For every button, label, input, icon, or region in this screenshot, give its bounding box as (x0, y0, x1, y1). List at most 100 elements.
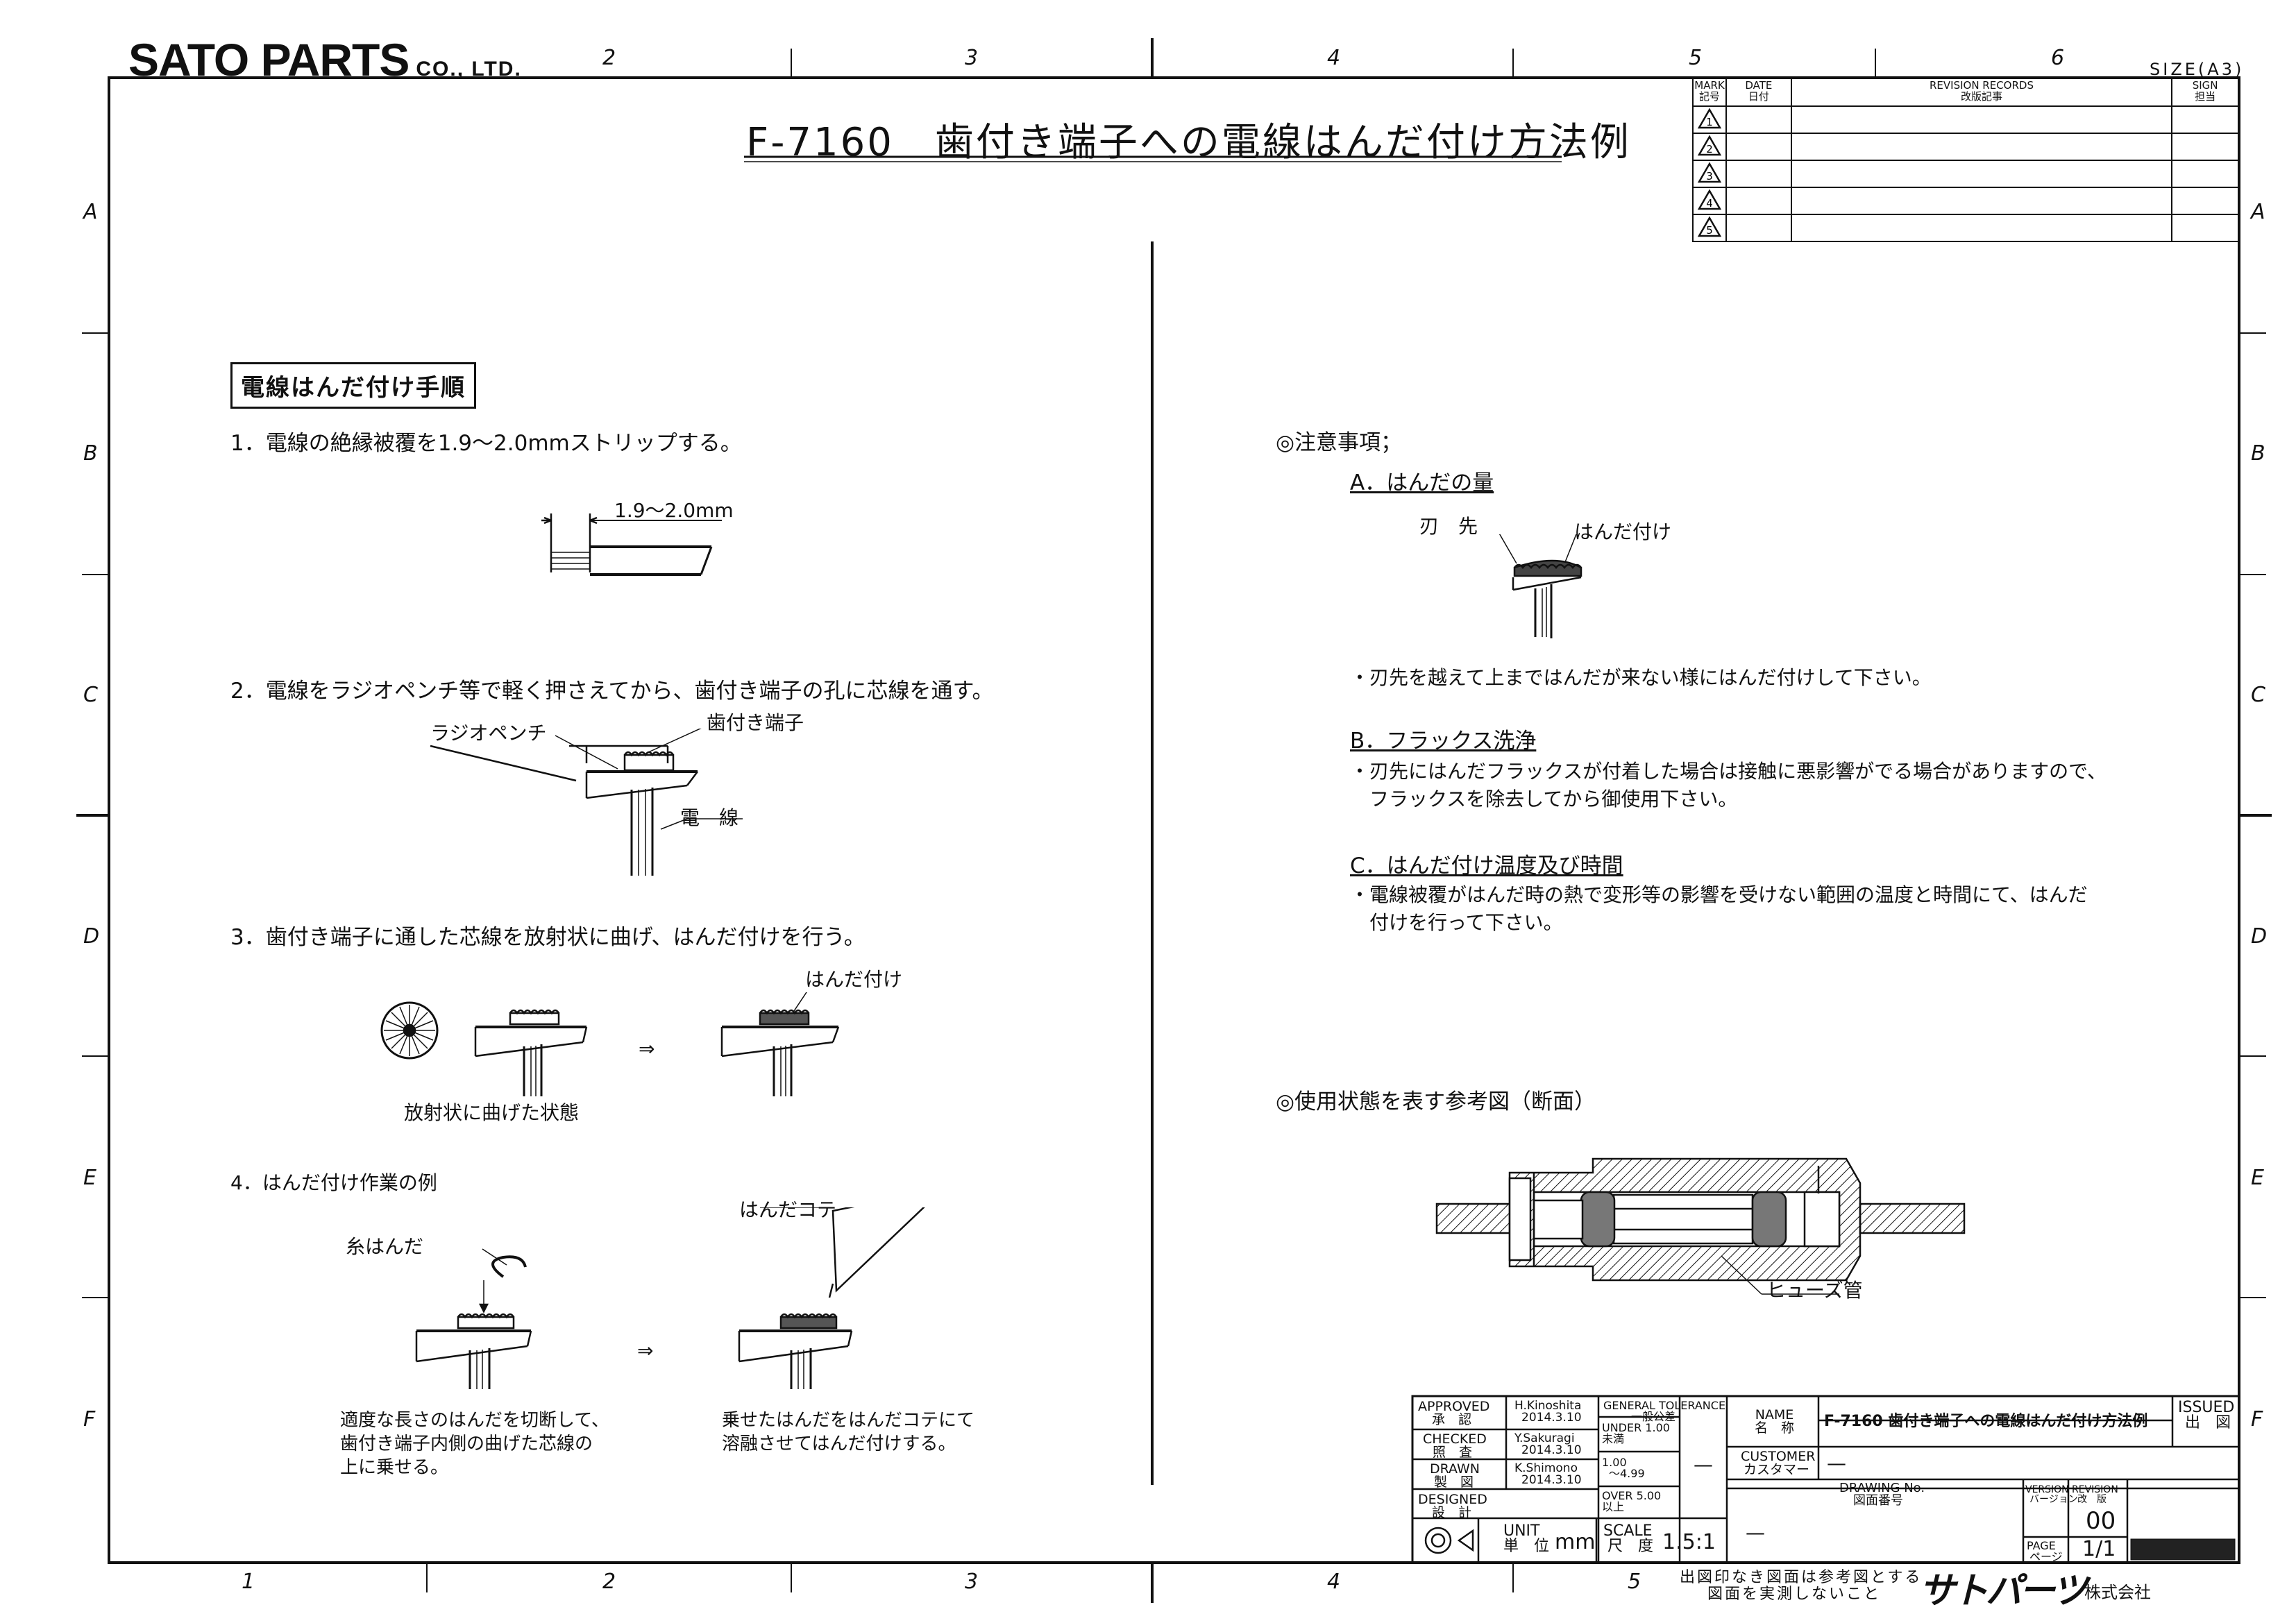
zone-row-a-right: A (2251, 200, 2265, 224)
step-3-text: 3．歯付き端子に通した芯線を放射状に曲げ、はんだ付けを行う。 (230, 925, 866, 950)
footer-company: 株式会社 (2084, 1583, 2151, 1602)
customer-value: — (1827, 1452, 1846, 1475)
zone-row-c-right: C (2251, 683, 2265, 707)
rev-mark-triangle-icon: 1 (1692, 105, 1727, 134)
note-line: 付けを行って下さい。 (1350, 911, 1563, 934)
edge-label: 刃 先 (1419, 515, 1478, 538)
soldering-iron-label: はんだコテ (739, 1198, 837, 1221)
company-suffix: CO., LTD. (416, 58, 522, 80)
zone-row-d-right: D (2251, 924, 2268, 949)
zone-col-5: 5 (1689, 46, 1703, 70)
note-line: 歯付き端子内側の曲げた芯線の (340, 1434, 593, 1454)
tol-dash: — (1694, 1453, 1713, 1476)
wire-label: 電 線 (680, 806, 739, 829)
solder-label: はんだ付け (1574, 520, 1672, 543)
note-c-text: ・電線被覆がはんだ時の熱で変形等の影響を受けない範囲の温度と時間にて、はんだ 付… (1350, 881, 2088, 937)
step-4-text: 4．はんだ付け作業の例 (230, 1171, 437, 1194)
zone-row-c: C (83, 683, 98, 707)
footer-notice: 出図印なき図面は参考図とする 図面を実測しないこと (1680, 1570, 1922, 1603)
reference-heading: ◎使用状態を表す参考図（断面） (1276, 1089, 1596, 1114)
drawing-title: F-7160 歯付き端子への電線はんだ付け方法例 (746, 120, 1631, 165)
tol-mid: 1.00～4.99 (1602, 1456, 1645, 1480)
step-1-text: 1．電線の絶縁被覆を1.9～2.0mmストリップする。 (230, 431, 742, 456)
unit-value: mm (1555, 1530, 1596, 1554)
wire-solder-label: 糸はんだ (346, 1235, 424, 1258)
zone-row-f-right: F (2251, 1407, 2263, 1431)
note-line: ・刃先にはんだフラックスが付着した場合は接触に悪影響がでる場合がありますので、 (1350, 760, 2107, 783)
revision-row: 1 (1692, 105, 2239, 134)
part-name-value: F-7160 歯付き端子への電線はんだ付け方法例 (1824, 1413, 2148, 1430)
zone-col-3: 3 (965, 46, 979, 70)
fuse-tube-label: ヒューズ管 (1766, 1279, 1863, 1302)
zone-col-5-bottom: 5 (1628, 1570, 1641, 1594)
note-b-text: ・刃先にはんだフラックスが付着した場合は接触に悪影響がでる場合がありますので、 … (1350, 758, 2107, 813)
step-2-text: 2．電線をラジオペンチ等で軽く押さえてから、歯付き端子の孔に芯線を通す。 (230, 679, 994, 704)
revision-row: 4 (1692, 187, 2239, 215)
revision-row: 5 (1692, 214, 2239, 242)
footer-logo: サトパーツ (1919, 1570, 2088, 1612)
note-line: 乗せたはんだをはんだコテにて (722, 1410, 975, 1431)
zone-col-2-bottom: 2 (602, 1570, 616, 1594)
cautions-heading: ◎注意事項； (1276, 430, 1403, 455)
terminal-label: 歯付き端子 (707, 711, 804, 734)
note-line: 適度な長さのはんだを切断して、 (340, 1410, 609, 1431)
company-logo-text: SATO PARTS (128, 34, 410, 85)
company-logo: SATO PARTS CO., LTD. (128, 33, 522, 86)
revision-value: 00 (2086, 1507, 2116, 1535)
revision-row: 3 (1692, 160, 2239, 188)
pliers-label: ラジオペンチ (430, 722, 547, 745)
rev-mark-triangle-icon: 4 (1692, 187, 1727, 215)
soldering-example-figure (415, 1207, 925, 1389)
zone-col-2: 2 (602, 46, 616, 70)
svg-text:1: 1 (1706, 116, 1713, 128)
scale-value: 1.5:1 (1662, 1530, 1716, 1554)
svg-text:3: 3 (1706, 170, 1713, 182)
radial-bend-figure (380, 992, 840, 1096)
zone-col-3-bottom: 3 (965, 1570, 979, 1594)
zone-row-b: B (83, 441, 98, 466)
procedure-heading: 電線はんだ付け手順 (230, 362, 476, 409)
step-4-note-a: 適度な長さのはんだを切断して、 歯付き端子内側の曲げた芯線の 上に乗せる。 (340, 1409, 609, 1479)
fuse-holder-section-figure (1435, 1157, 1966, 1295)
zone-row-a: A (83, 200, 98, 224)
zone-col-4-bottom: 4 (1327, 1570, 1341, 1594)
solder-amount-figure (1499, 534, 1582, 638)
section-b-heading: B．フラックス洗浄 (1350, 729, 1537, 754)
svg-text:2: 2 (1706, 143, 1713, 155)
notice-line: 出図印なき図面は参考図とする (1680, 1569, 1923, 1586)
zone-row-e-right: E (2251, 1166, 2264, 1190)
zone-row-d: D (83, 924, 100, 949)
rev-mark-triangle-icon: 3 (1692, 160, 1727, 188)
svg-text:5: 5 (1706, 224, 1713, 237)
arrow-step4: ⇒ (637, 1339, 654, 1362)
page-value: 1/1 (2082, 1537, 2116, 1561)
pliers-terminal-figure (430, 729, 743, 876)
step-4-note-b: 乗せたはんだをはんだコテにて 溶融させてはんだ付けする。 (722, 1409, 974, 1456)
zone-col-6: 6 (2051, 46, 2065, 70)
svg-text:4: 4 (1706, 197, 1713, 210)
drawing-no-label: DRAWING No.図面番号 (1839, 1481, 1925, 1508)
arrow-step3: ⇒ (639, 1037, 655, 1060)
soldered-label: はんだ付け (805, 968, 903, 991)
note-line: 上に乗せる。 (340, 1457, 449, 1478)
note-line: ・電線被覆がはんだ時の熱で変形等の影響を受けない範囲の温度と時間にて、はんだ (1350, 883, 2088, 906)
